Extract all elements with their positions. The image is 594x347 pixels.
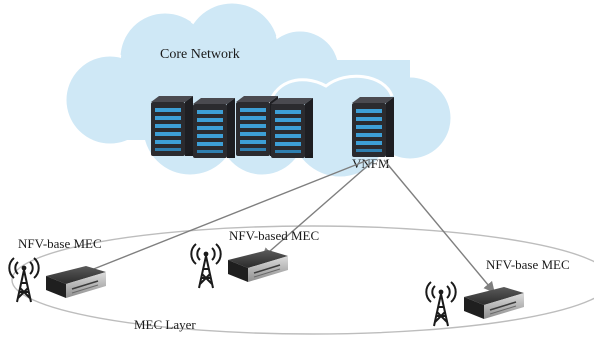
vnfm-links [74,159,495,294]
link-to-mec-2 [260,161,373,259]
server-icon [193,98,235,158]
mec-node-label: NFV-base MEC [18,236,102,251]
server-icon [151,96,193,156]
antenna-tower-icon [190,243,222,289]
mec-node-1: NFV-base MEC [8,236,107,303]
mec-node-2: NFV-based MEC [190,228,319,289]
mec-node-label: NFV-based MEC [229,228,319,243]
server-icon [271,98,313,158]
mec-server-icon [227,249,289,283]
link-to-mec-1 [74,159,369,278]
mec-node-3: NFV-base MEC [425,257,570,327]
core-network-label: Core Network [160,47,240,62]
antenna-tower-icon [425,281,457,327]
mec-server-icon [45,265,107,299]
mec-layer-label: MEC Layer [134,317,196,332]
mec-node-label: NFV-base MEC [486,257,570,272]
link-to-mec-3 [383,159,495,294]
server-cluster [151,96,313,158]
mec-server-icon [463,286,525,320]
mec-layer [11,225,594,335]
vnfm-server-icon [352,97,394,157]
